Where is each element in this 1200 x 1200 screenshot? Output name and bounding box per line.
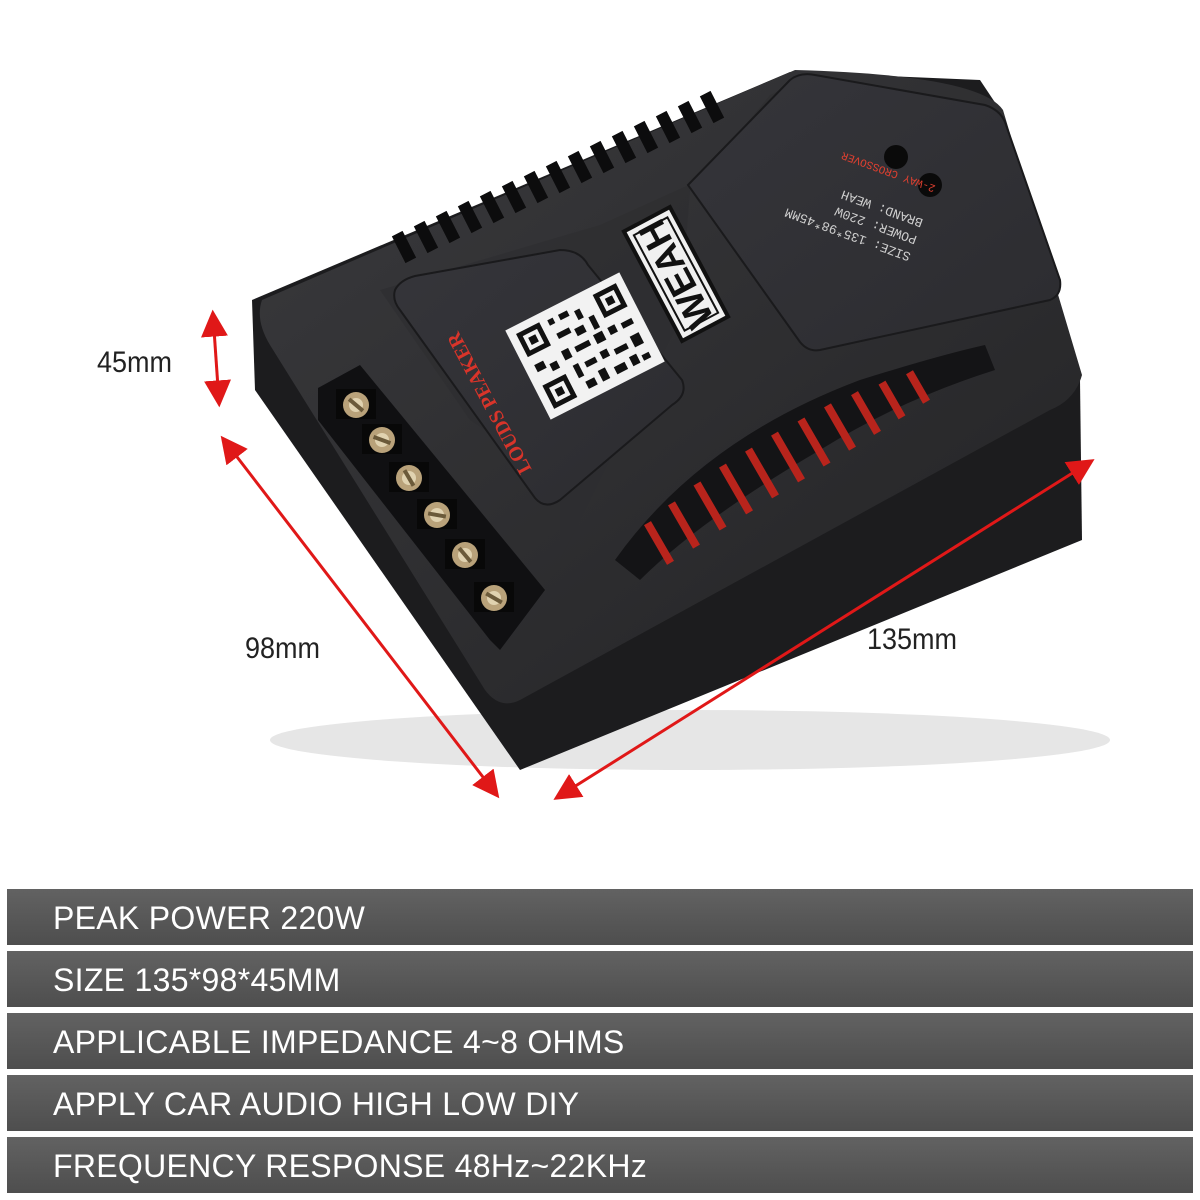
spec-row: APPLICABLE IMPEDANCE 4~8 OHMS [7, 1013, 1193, 1069]
height-dimension-label: 45mm [97, 346, 173, 379]
length-dimension-label: 135mm [867, 623, 958, 656]
spec-text: APPLICABLE IMPEDANCE 4~8 OHMS [53, 1024, 625, 1060]
spec-text: PEAK POWER 220W [53, 900, 366, 936]
depth-dimension-label: 98mm [245, 632, 321, 665]
spec-row: PEAK POWER 220W [7, 889, 1193, 945]
depth-dimension-arrow [220, 435, 500, 799]
height-dimension-arrow [201, 309, 231, 408]
device-shadow [270, 710, 1110, 770]
spec-row: FREQUENCY RESPONSE 48Hz~22KHz [7, 1137, 1193, 1193]
spec-row: APPLY CAR AUDIO HIGH LOW DIY [7, 1075, 1193, 1131]
top-vent [391, 90, 725, 264]
spec-row: SIZE 135*98*45MM [7, 951, 1193, 1007]
qr-code [505, 272, 665, 420]
spec-text: FREQUENCY RESPONSE 48Hz~22KHz [53, 1148, 648, 1184]
length-dimension-arrow [553, 459, 1095, 800]
indicator-hole-2 [918, 173, 942, 197]
spec-list: PEAK POWER 220W SIZE 135*98*45MM APPLICA… [0, 889, 1200, 1200]
indicator-hole-1 [884, 145, 908, 169]
crossover-photo: LOUDS PEAKER WEAH SIZE: 135*98*45MM POWE… [201, 70, 1110, 800]
info-panel [686, 73, 1062, 352]
spec-text: SIZE 135*98*45MM [53, 962, 341, 998]
spec-text: APPLY CAR AUDIO HIGH LOW DIY [53, 1086, 580, 1122]
